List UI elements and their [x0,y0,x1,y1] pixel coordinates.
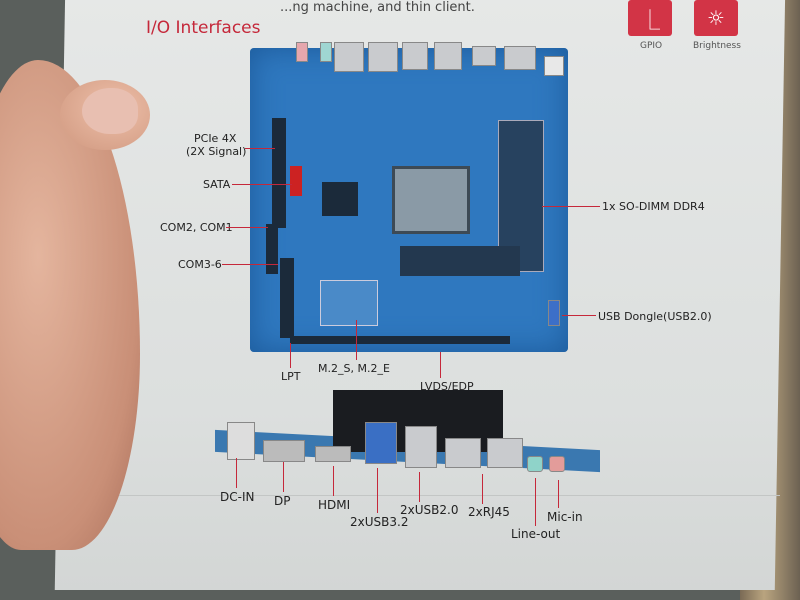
leader-line [226,227,268,228]
label-pcie-note: (2X Signal) [186,145,247,158]
usb-port [402,42,428,70]
brightness-icon: ☼ [694,0,738,36]
leader-line [236,458,237,488]
label-dcin: DC-IN [220,490,255,504]
leader-line [232,184,292,185]
hdmi-port [315,446,351,462]
rj45-port [368,42,398,72]
dc-jack [544,56,564,76]
label-m2: M.2_S, M.2_E [318,362,390,375]
rj45-port [487,438,523,468]
leader-line [419,472,420,502]
leader-line [290,343,291,368]
sata-connector [290,166,302,196]
leader-line [558,480,559,508]
leader-line [245,148,275,149]
rj45-port [334,42,364,72]
label-usb32: 2xUSB3.2 [350,515,409,529]
cpu [392,166,470,234]
label-sodimm: 1x SO-DIMM DDR4 [602,200,705,213]
com-header [266,224,278,274]
gpio-icon: ⎿ [628,0,672,36]
leader-line [482,474,483,504]
gpio-label: GPIO [640,41,663,51]
section-title: I/O Interfaces [146,18,261,38]
leader-line [542,206,600,207]
leader-line [356,320,357,360]
brightness-label: Brightness [693,41,741,51]
mic-in-jack [549,456,565,472]
audio-jack-green [320,42,332,62]
label-lineout: Line-out [511,527,561,541]
leader-line [440,352,441,378]
label-dp: DP [274,494,291,508]
label-hdmi: HDMI [318,498,351,512]
rj45-port [445,438,481,468]
dp-port [263,440,305,462]
usb-port [434,42,462,70]
leader-line [562,315,596,316]
label-pcie: PCIe 4X [194,132,237,145]
hdmi-port [472,46,496,66]
usb20-ports [405,426,437,468]
leader-line [283,462,284,492]
label-com12: COM2, COM1 [160,221,233,234]
label-usb-dongle: USB Dongle(USB2.0) [598,310,712,323]
leader-line [377,468,378,513]
label-com36: COM3-6 [178,258,222,271]
leader-line [535,478,536,526]
usb-dongle-port [548,300,560,326]
bottom-headers [290,336,510,344]
dp-port [504,46,536,70]
label-lpt: LPT [281,370,301,383]
leader-line [222,264,278,265]
power-components [400,246,520,276]
dc-jack [227,422,255,460]
m2-slot [320,280,378,326]
label-micin: Mic-in [547,510,583,524]
paper-fold [60,495,780,496]
label-rj45: 2xRJ45 [468,505,510,519]
label-usb20: 2xUSB2.0 [400,503,459,517]
usb32-ports [365,422,397,464]
leader-line [333,466,334,496]
motherboard-top-view [250,42,568,352]
line-out-jack [527,456,543,472]
label-lvds: LVDS/EDP [420,380,474,393]
audio-jack-pink [296,42,308,62]
pcie-slot [272,118,286,228]
intro-text: ...ng machine, and thin client. [280,0,475,15]
thumbnail [82,88,138,134]
com-header [280,258,294,338]
label-sata: SATA [203,178,231,191]
chip [322,182,358,216]
motherboard-side-view [215,380,600,490]
